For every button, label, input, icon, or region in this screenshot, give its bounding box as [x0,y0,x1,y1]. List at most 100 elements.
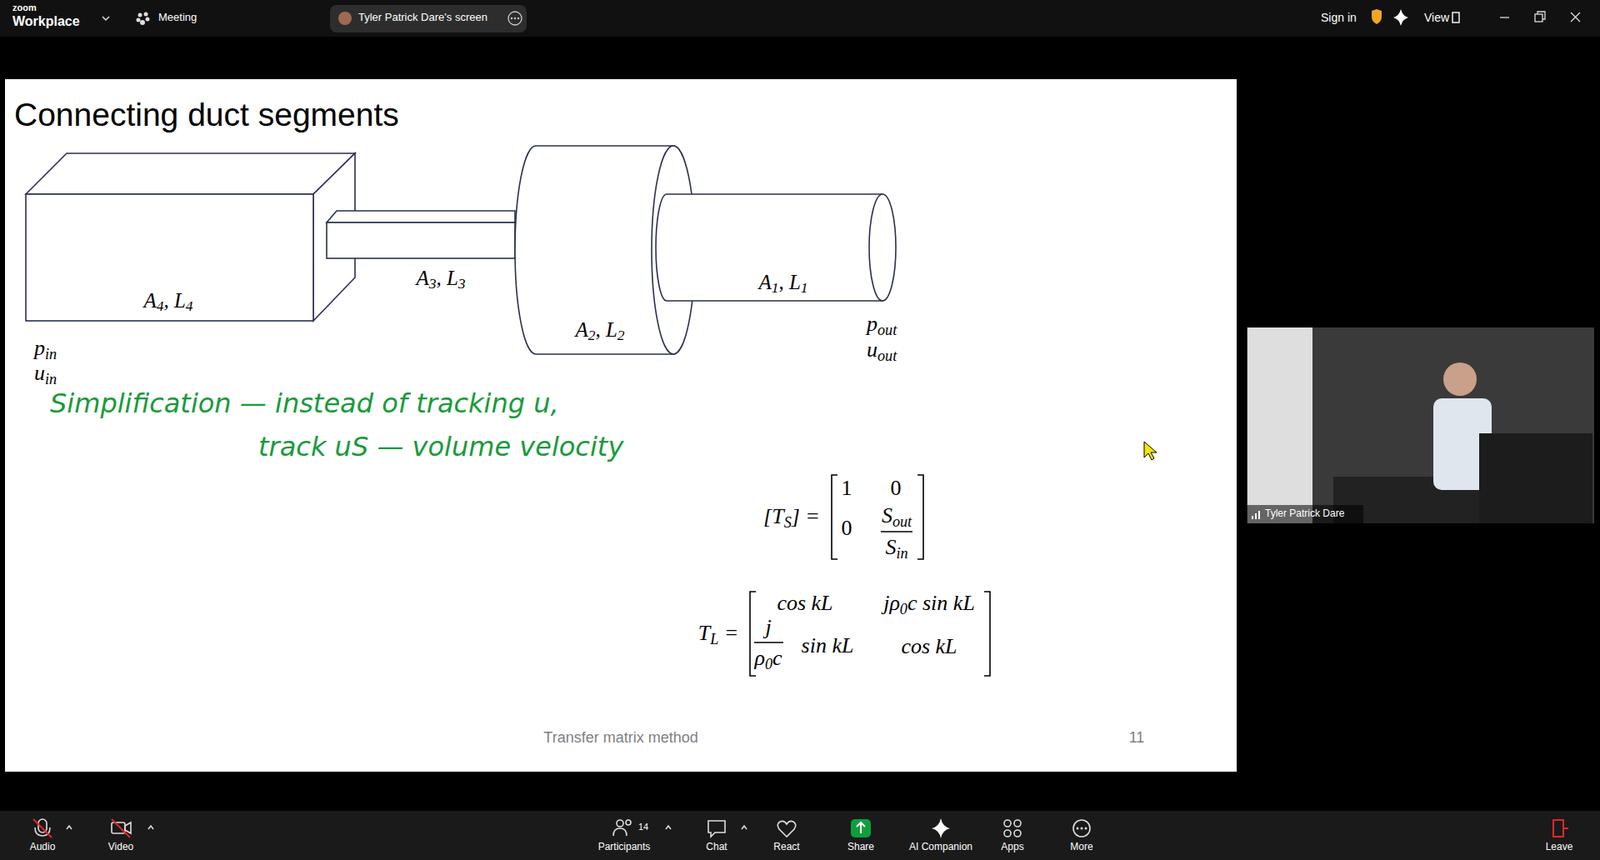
toolbar-icons [35,819,1090,837]
subscript: 1 [771,279,780,296]
toolbar-label: Chat [705,841,727,854]
duct-segment: A4, L4 [25,153,355,321]
handwritten-note: Simplification — instead of tracking u, [50,388,560,420]
signal-name: pout [866,311,897,337]
cylinder [655,194,883,301]
segment-label: A2, L2 [575,318,625,343]
share-arrow [856,822,865,834]
matrix-entry: cos kL [776,590,833,616]
duct-segment: A1, L1 [642,194,896,301]
signal-name: pin [34,335,57,361]
view-icon [1452,12,1460,23]
subscript: 4 [156,297,165,315]
matrix-entry: 0 [841,515,853,541]
matrix-entry: sin kL [801,633,855,659]
restore [1535,14,1543,22]
top-bar [0,0,1600,37]
share-icon [850,819,871,838]
fraction-bar [754,641,784,643]
page-number: 11 [1129,729,1145,747]
cylinder-end [869,194,896,301]
webcam-frame [1246,327,1595,524]
duct-drawing [25,145,896,355]
mouse-cursor [1144,441,1157,460]
duct-face [25,194,314,321]
matrix-entry: Sin [885,535,908,560]
subscript: out [892,513,912,530]
subscript: in [45,345,57,363]
subscript: 3 [458,275,466,292]
subscript: L [710,630,719,648]
subscript: 3 [429,275,437,292]
projection-screen [1247,327,1313,524]
leave-icon [1553,820,1569,837]
duct-face [326,210,515,223]
meeting-icon [136,12,150,26]
matrix-name: TL = [698,620,740,646]
subscript: S [784,514,792,531]
matrix-entry: j [765,615,771,640]
footer: Transfer matrix method [543,729,698,747]
toolbar-label: Video [108,841,134,854]
duct-face [326,222,515,259]
subscript: out [877,321,897,339]
signal-icon [1251,510,1260,520]
fraction-bar [880,530,913,532]
matrix-name: [TS] = [763,504,820,530]
mute-slash [33,819,52,838]
matrix-entry: ρ0c [754,645,782,671]
duct-segment: A2, L2 [494,145,695,355]
subscript: 0 [900,600,908,618]
avatar [338,11,352,25]
name-tag [1246,505,1364,524]
bottom-bar [0,810,1600,860]
slide-title: Connecting duct segments [14,96,400,135]
chevron [102,16,110,20]
signal-name: uout [866,337,897,363]
duct-face [25,153,355,195]
subscript: 2 [588,326,596,344]
close [1570,12,1580,22]
toolbar-label: React [773,841,800,854]
matrix-entry: Sout [881,503,912,529]
restore [1537,11,1545,20]
toolbar-label: Audio [30,841,56,854]
menu-label: Meeting [158,11,197,25]
duct-segment: A3, L3 [326,210,515,295]
slide [5,79,1237,772]
matrix-entry: jρ0c sin kL [883,590,975,616]
matrix-entry: cos kL [900,634,957,660]
toolbar-label: Apps [1000,841,1024,854]
subscript: 4 [185,297,194,315]
app-name: zoom [12,2,37,14]
monitor [1479,433,1593,524]
segment-label: A4, L4 [143,289,193,314]
toolbar-label: Share [847,841,875,854]
button-label: View [1424,10,1450,25]
subscript: 0 [765,655,773,673]
toolbar-label: Participants [598,841,651,854]
participant-name: Tyler Patrick Dare [1265,508,1345,520]
minimize [1500,16,1510,18]
dots [510,17,520,20]
toolbar-label: AI Companion [909,841,973,854]
toolbar-label: More [1070,841,1093,854]
matrix-entry: 1 [841,475,853,501]
more-dots [1076,827,1088,830]
signal-name: uin [34,360,57,386]
button-label: Sign in [1320,10,1357,25]
shield-icon [1371,9,1382,25]
mute-slash [111,819,130,838]
share-label: Tyler Patrick Dare's screen [358,11,488,25]
subscript: in [895,545,908,562]
app-name: Workplace [12,14,80,30]
subscript: out [877,347,897,365]
subscript: 2 [617,326,625,344]
share-pill [330,5,527,33]
more-icon [508,11,522,25]
matrix-brackets [750,475,990,676]
participant-count: 14 [638,821,649,833]
person-head [1443,362,1477,396]
toolbar-label: Leave [1545,841,1574,854]
